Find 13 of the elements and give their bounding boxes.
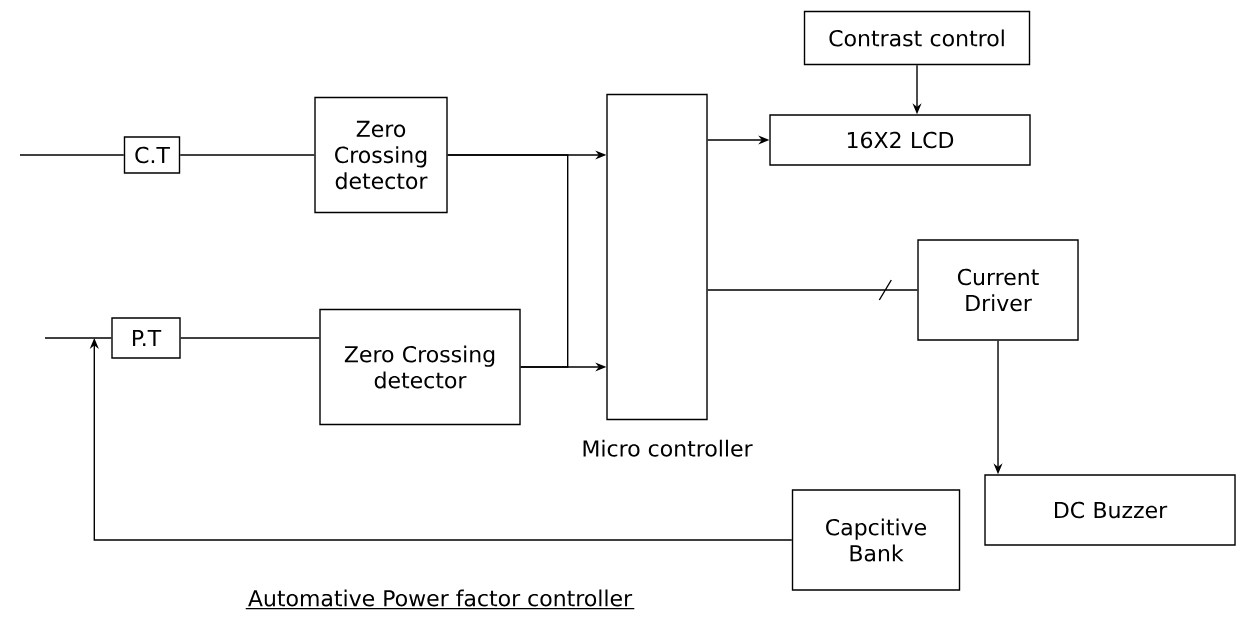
node-caption: Micro controller [583,439,753,457]
block-box: Current Driver [917,239,1079,341]
block-box: Zero Crossing detector [314,96,448,214]
block-box: Contrast control [803,10,1031,66]
block-box: DC Buzzer [984,474,1236,546]
chip-box [606,93,708,421]
caption: Automative Power factor controller [245,589,635,610]
block-box: 16X2 LCD [769,114,1031,166]
block-box: P.T [111,317,181,359]
block-box: Zero Crossing detector [319,308,521,426]
block-box: Capcitive Bank [791,489,961,591]
arrow [707,279,918,301]
block-box: C.T [123,136,181,174]
